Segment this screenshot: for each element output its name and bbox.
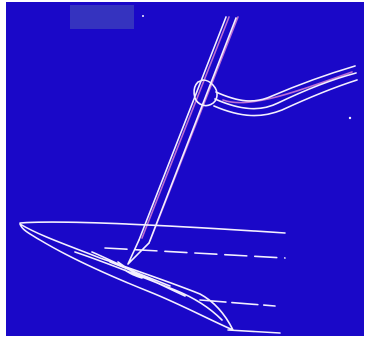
- blue-panel: [6, 2, 364, 336]
- label-patch: [70, 5, 134, 29]
